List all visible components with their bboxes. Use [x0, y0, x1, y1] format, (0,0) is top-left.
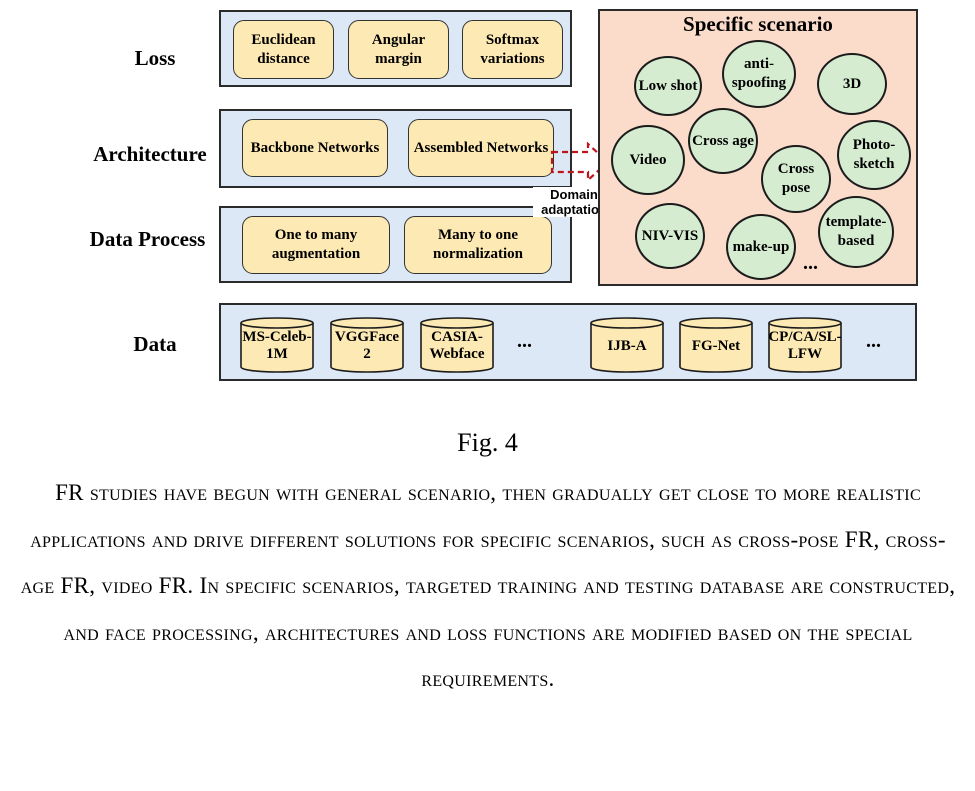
dataset-ms-celeb-1m: MS-Celeb-1M [242, 329, 312, 362]
architecture-assembled-networks: Assembled Networks [408, 119, 554, 177]
row-label-loss: Loss [134, 46, 176, 70]
dataset-vggface2: VGGFace 2 [334, 329, 400, 362]
dataset-cylinders [240, 317, 842, 373]
scenario-anti-spoofing: anti-spoofing [722, 40, 796, 108]
loss-euclidean-distance: Euclidean distance [233, 20, 334, 79]
dataset-ellipsis-2: ... [866, 330, 881, 352]
dataset-cp-ca-sl-lfw: CP/CA/SL-LFW [768, 329, 842, 362]
row-label-data-process: Data Process [89, 227, 206, 251]
scenario-video: Video [611, 125, 685, 195]
dataset-ijb-a: IJB-A [607, 337, 647, 354]
dataset-ellipsis-1: ... [517, 330, 532, 352]
data-process-many-to-one: Many to one normalization [404, 216, 552, 274]
scenario-niv-vis: NIV-VIS [635, 203, 705, 269]
scenario-low-shot: Low shot [634, 56, 702, 116]
scenario-3d: 3D [817, 53, 887, 115]
loss-angular-margin: Angular margin [348, 20, 449, 79]
scenario-template-based: template-based [818, 196, 894, 268]
figure-label: Fig. 4 [457, 428, 518, 457]
scenario-photo-sketch: Photo-sketch [837, 120, 911, 190]
scenario-ellipsis: ... [803, 252, 818, 274]
scenario-make-up: make-up [726, 214, 796, 280]
dataset-casia-webface: CASIA-Webface [429, 329, 485, 362]
architecture-backbone-networks: Backbone Networks [242, 119, 388, 177]
figure-caption: FR studies have begun with general scena… [20, 480, 956, 691]
scenario-cross-age: Cross age [688, 108, 758, 174]
scenario-cross-pose: Cross pose [761, 145, 831, 213]
specific-scenario-title: Specific scenario [683, 12, 833, 36]
row-label-data: Data [133, 332, 177, 356]
loss-softmax-variations: Softmax variations [462, 20, 563, 79]
dataset-fg-net: FG-Net [691, 337, 741, 354]
data-process-one-to-many: One to many augmentation [242, 216, 390, 274]
row-label-architecture: Architecture [93, 142, 207, 166]
